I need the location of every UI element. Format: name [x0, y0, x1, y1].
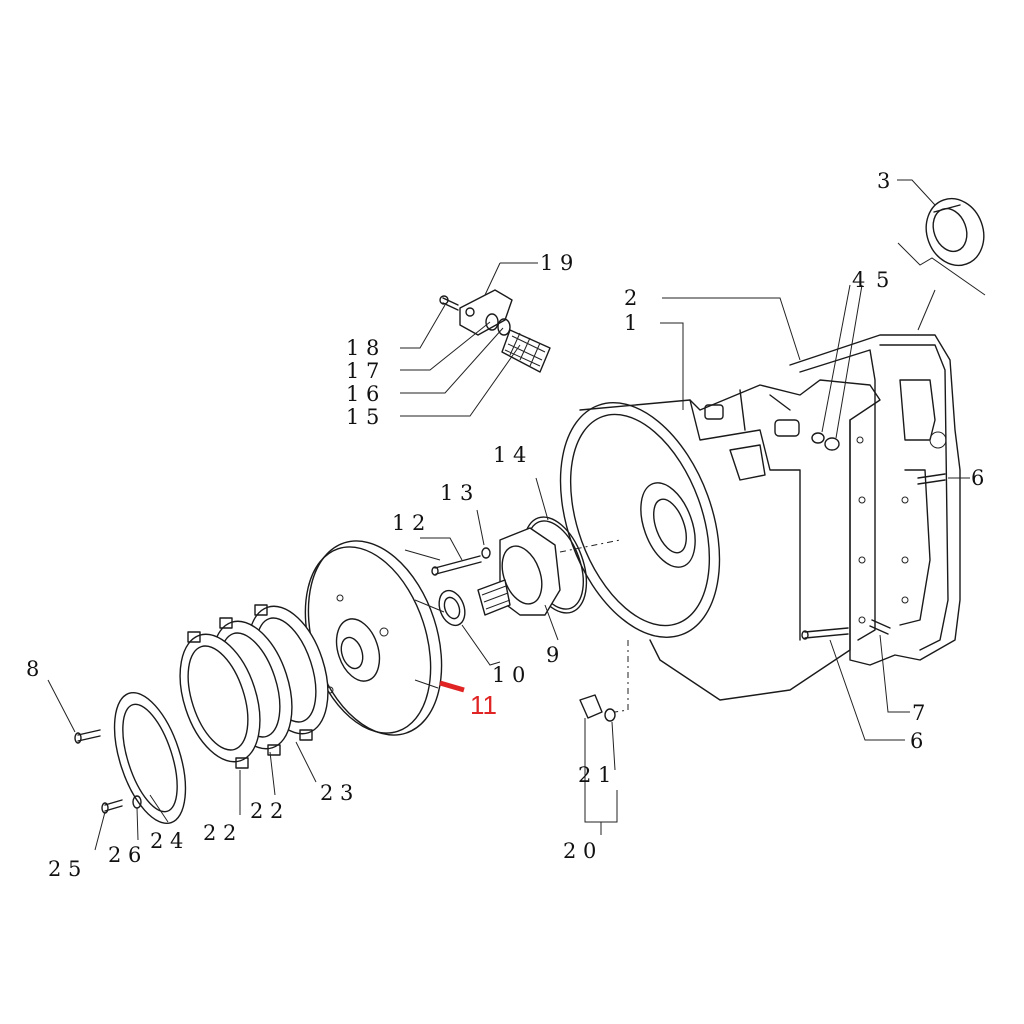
- callout-19: 1 9: [540, 251, 573, 275]
- drain-plug: [579, 694, 616, 722]
- callout-6-lower: 6: [910, 729, 923, 753]
- callout-25: 2 5: [48, 857, 81, 881]
- callout-2: 2: [624, 286, 637, 310]
- callout-21: 2 1: [578, 763, 611, 787]
- callout-11-highlight: 11: [470, 690, 497, 720]
- callout-3: 3: [877, 169, 890, 193]
- flex-plates: [113, 604, 329, 825]
- callout-9: 9: [546, 643, 559, 667]
- callout-17: 1 7: [346, 359, 379, 383]
- callout-16: 1 6: [346, 382, 379, 406]
- seal-part-3: [925, 197, 985, 267]
- callout-24: 2 4: [150, 829, 183, 853]
- pump-assembly: [431, 516, 588, 627]
- filter-assembly: [439, 289, 551, 373]
- callout-18: 1 8: [346, 336, 379, 360]
- callout-26: 2 6: [108, 843, 141, 867]
- callout-22-right: 2 2: [250, 799, 283, 823]
- callout-7: 7: [912, 701, 925, 725]
- callout-5: 5: [876, 268, 889, 292]
- callout-23: 2 3: [320, 781, 353, 805]
- callout-1: 1: [624, 311, 637, 335]
- callout-10: 1 0: [492, 663, 525, 687]
- callout-12: 1 2: [392, 511, 425, 535]
- callout-4: 4: [852, 268, 865, 292]
- highlight-leader-11: [439, 680, 465, 693]
- callout-6-upper: 6: [971, 466, 984, 490]
- callout-8: 8: [26, 657, 39, 681]
- callout-20: 2 0: [563, 839, 596, 863]
- callout-13: 1 3: [440, 481, 473, 505]
- callout-15: 1 5: [346, 405, 379, 429]
- callout-14: 1 4: [493, 443, 526, 467]
- callout-22-left: 2 2: [203, 821, 236, 845]
- transmission-housing: [559, 334, 961, 701]
